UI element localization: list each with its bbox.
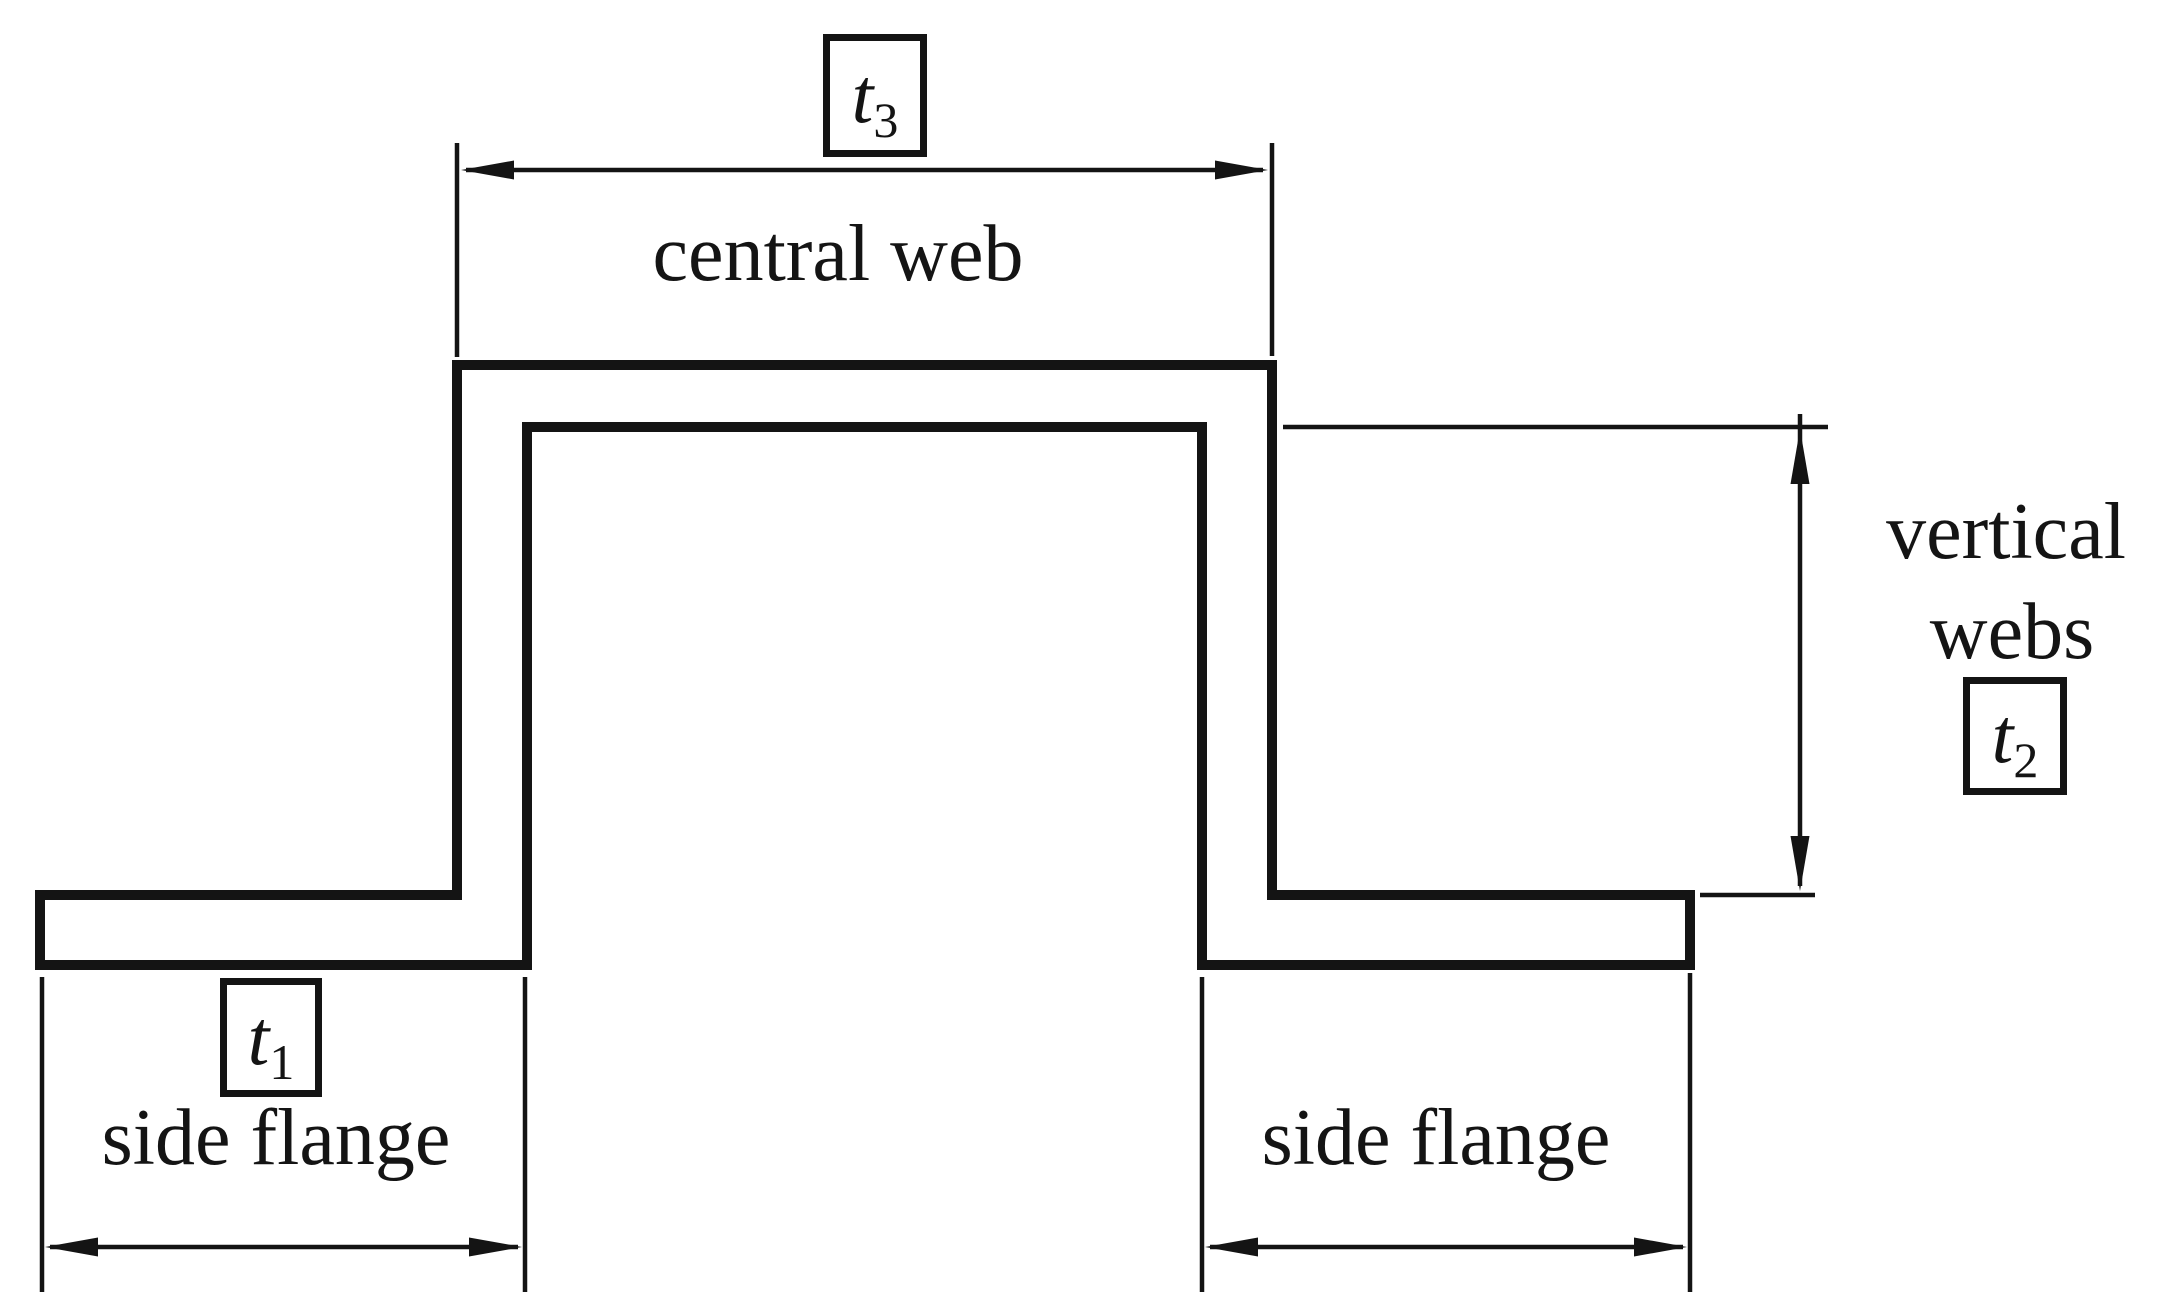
arrow-left-icon xyxy=(1205,1237,1258,1257)
side-flange-left-label: side flange xyxy=(101,1094,451,1182)
arrow-right-icon xyxy=(1634,1237,1687,1257)
hat-section-outline xyxy=(35,360,1695,970)
arrow-down-icon xyxy=(1790,836,1810,891)
vertical-webs-label-line2: webs xyxy=(1929,588,2095,676)
vertical-webs-label-line1: vertical xyxy=(1886,488,2126,576)
t2-subscript: 2 xyxy=(2013,732,2039,788)
t1-subscript: 1 xyxy=(269,1033,295,1090)
arrow-up-icon xyxy=(1790,429,1810,484)
arrow-left-icon xyxy=(45,1237,98,1257)
dimension-central-web xyxy=(454,143,1275,357)
t3-subscript: 3 xyxy=(873,91,899,148)
arrow-right-icon xyxy=(1215,160,1268,180)
arrow-left-icon xyxy=(461,160,514,180)
t1-symbol: t xyxy=(247,993,270,1081)
t2-symbol: t xyxy=(1991,692,2014,779)
dimension-side-flange-right xyxy=(1199,973,1693,1292)
dimension-vertical-webs xyxy=(1283,414,1828,898)
side-flange-right-label: side flange xyxy=(1261,1094,1611,1182)
dimension-side-flange-left xyxy=(39,977,528,1292)
arrow-right-icon xyxy=(469,1237,522,1257)
t3-symbol: t xyxy=(851,51,874,139)
central-web-label: central web xyxy=(652,210,1024,298)
